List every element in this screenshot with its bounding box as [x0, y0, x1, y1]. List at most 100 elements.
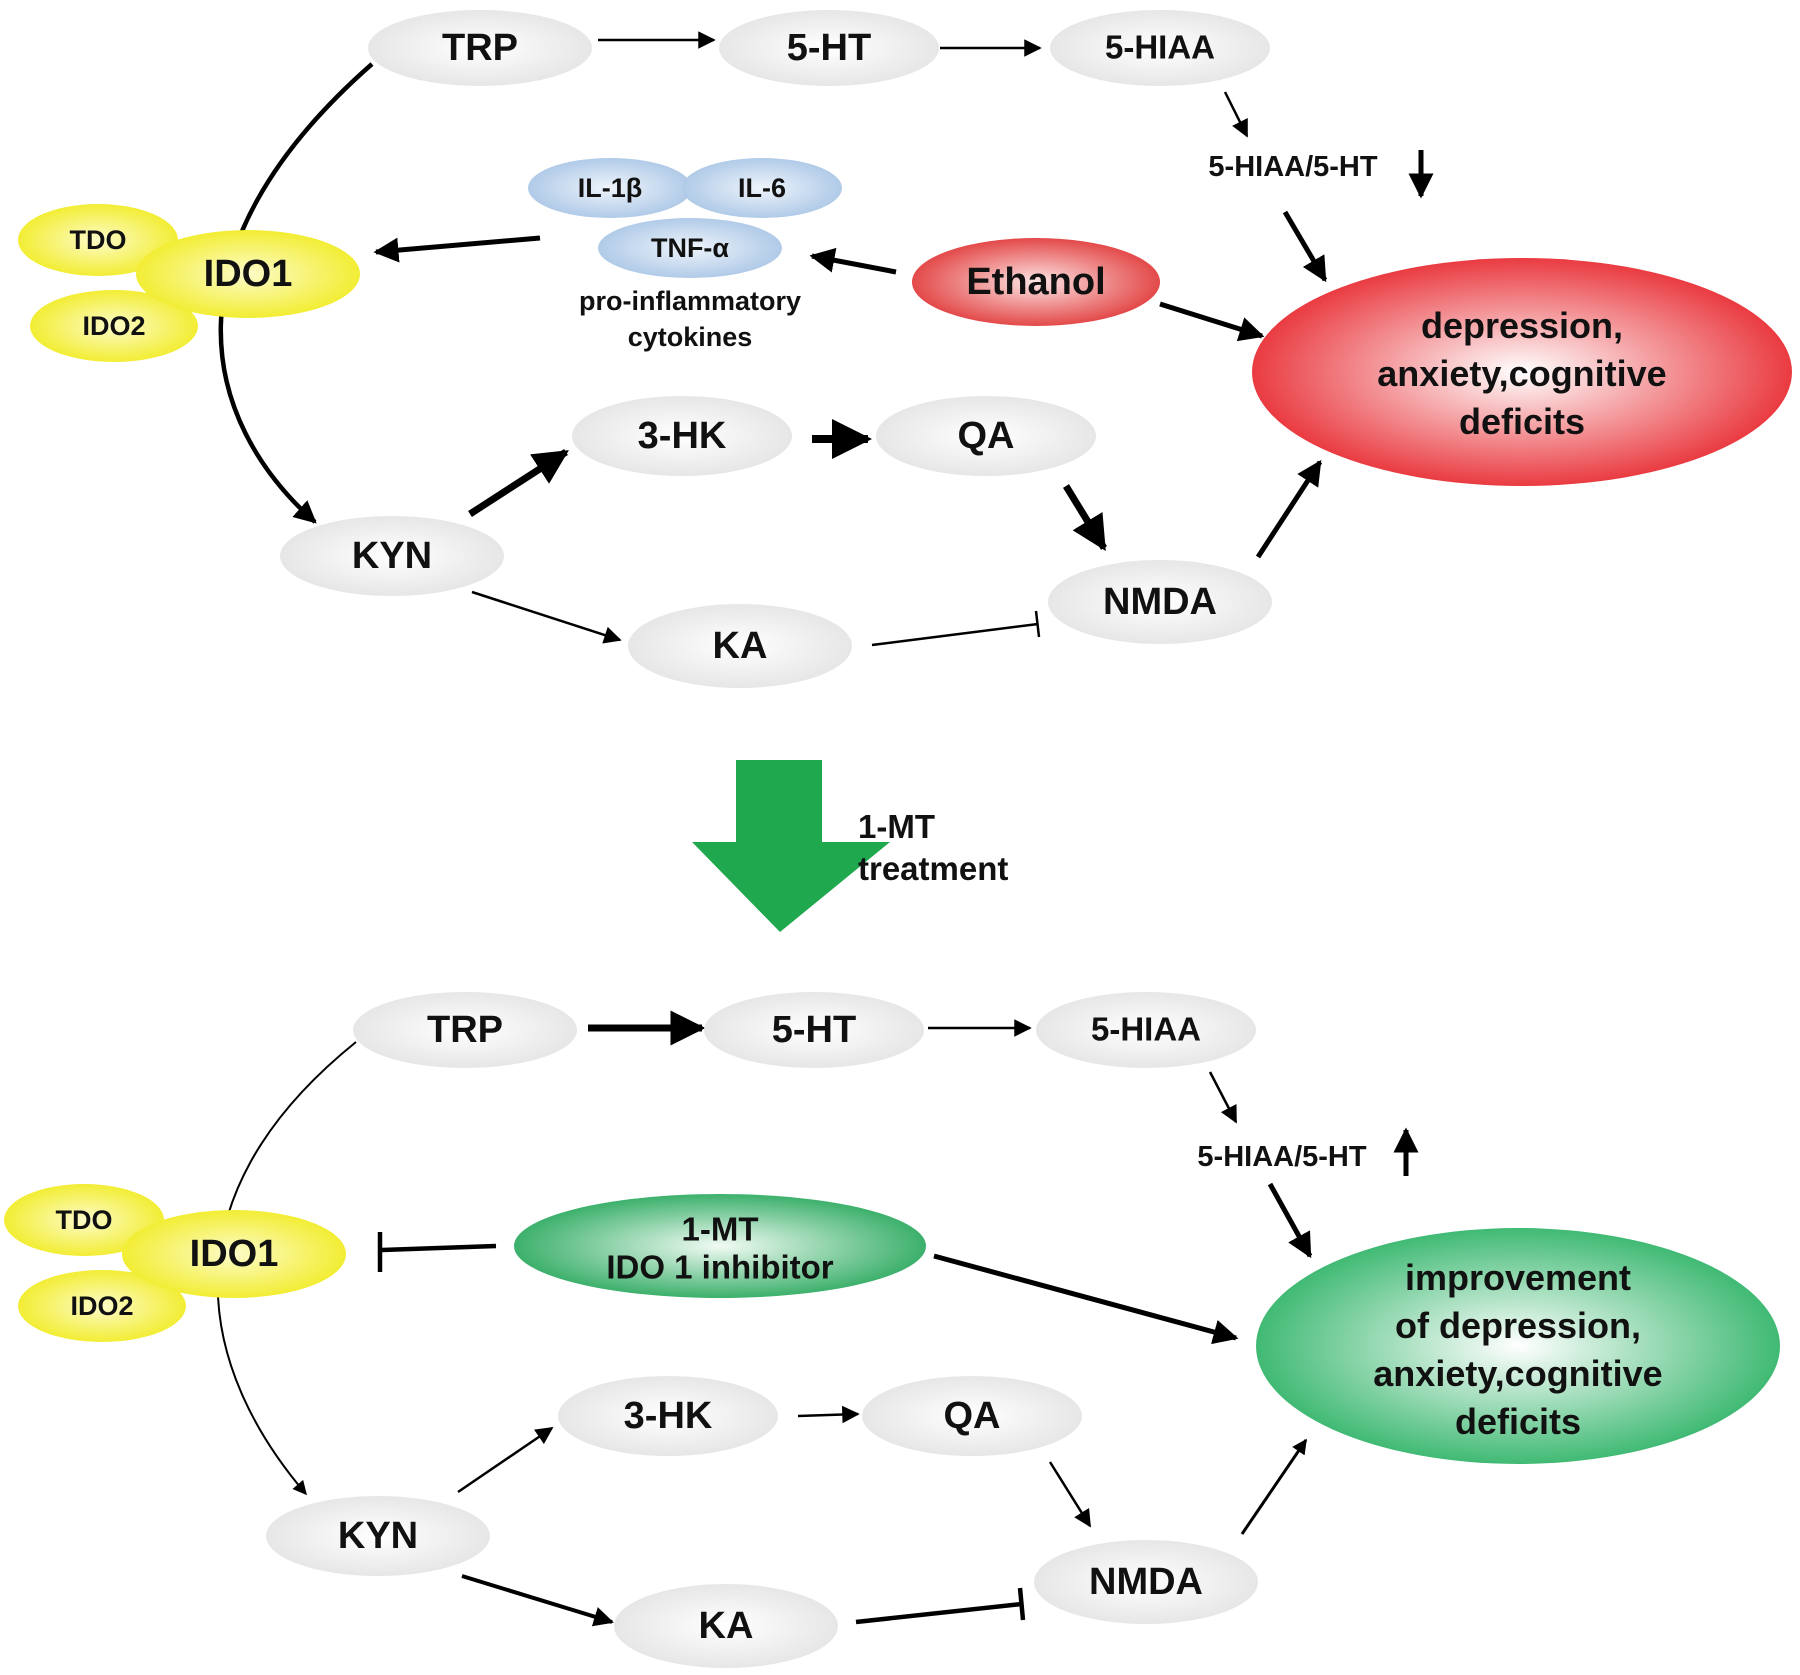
treatment-down-arrow	[692, 760, 890, 932]
bottom-outcome-line3: anxiety,cognitive	[1373, 1353, 1662, 1394]
qa-node: QA	[876, 396, 1096, 476]
tdo-label: TDO	[70, 225, 127, 255]
treatment-label-line2: treatment	[858, 850, 1008, 887]
tdo-label-bottom: TDO	[56, 1205, 113, 1235]
il1b-node: IL-1β	[528, 158, 692, 218]
bottom-outcome-line2: of depression,	[1395, 1305, 1641, 1346]
il6-label: IL-6	[738, 173, 786, 203]
top-outcome-line1: depression,	[1421, 305, 1623, 346]
arrow-kyn-to-3hk	[468, 449, 569, 517]
5hiaa-node-bottom: 5-HIAA	[1036, 992, 1256, 1068]
qa-label: QA	[958, 415, 1015, 457]
ka-label-bottom: KA	[699, 1605, 754, 1647]
arrow-5hiaa-to-ratio-bottom	[1208, 1071, 1238, 1124]
treatment-label-line1: 1-MT	[858, 808, 935, 845]
top-outcome-line2: anxiety,cognitive	[1377, 353, 1666, 394]
inhibit-ka-to-nmda	[871, 622, 1039, 647]
ethanol-node: Ethanol	[912, 238, 1160, 326]
trp-node-bottom: TRP	[353, 992, 577, 1068]
inhibit-ka-to-nmda-bottom-bar	[1017, 1587, 1026, 1621]
ido1-node-bottom: IDO1	[122, 1210, 346, 1298]
arrow-nmda-to-outcome	[1255, 459, 1323, 559]
ethanol-label: Ethanol	[966, 261, 1105, 303]
inhibit-1mt-to-ido1	[381, 1243, 497, 1253]
arrow-5hiaa-to-ratio	[1223, 91, 1249, 138]
inhibit-ka-to-nmda-bar	[1034, 610, 1041, 638]
inhibitor-node: 1-MT IDO 1 inhibitor	[514, 1194, 926, 1298]
trp-label: TRP	[442, 27, 518, 69]
qa-label-bottom: QA	[944, 1395, 1001, 1437]
top-outcome-line3: deficits	[1459, 401, 1585, 442]
kyn-label: KYN	[352, 535, 432, 577]
cytokine-cluster: IL-1β IL-6 TNF-α pro-inflammatory cytoki…	[528, 158, 842, 352]
nmda-label: NMDA	[1103, 581, 1217, 623]
5hiaa-label-bottom: 5-HIAA	[1091, 1011, 1201, 1048]
arrow-qa-to-nmda-bottom	[1048, 1461, 1092, 1528]
kyn-node: KYN	[280, 516, 504, 596]
inhibitor-line2: IDO 1 inhibitor	[606, 1249, 833, 1286]
nmda-label-bottom: NMDA	[1089, 1561, 1203, 1603]
3hk-label: 3-HK	[638, 415, 727, 457]
bottom-connectors	[216, 1010, 1419, 1627]
arrow-ratio-to-outcome-bottom	[1267, 1182, 1313, 1259]
ka-node-bottom: KA	[614, 1584, 838, 1668]
arrow-nmda-to-outcome-bottom	[1240, 1438, 1308, 1535]
arrow-3hk-to-qa-bottom	[797, 1405, 860, 1424]
ido1-label-bottom: IDO1	[190, 1233, 279, 1275]
3hk-node: 3-HK	[572, 396, 792, 476]
inhibit-ka-to-nmda-bottom	[855, 1601, 1023, 1625]
ka-node: KA	[628, 604, 852, 688]
qa-node-bottom: QA	[862, 1376, 1082, 1456]
tdo-node-bottom: TDO	[4, 1184, 164, 1256]
5ht-node: 5-HT	[719, 10, 939, 86]
5hiaa-label: 5-HIAA	[1105, 29, 1215, 66]
ido2-label: IDO2	[82, 311, 145, 341]
3hk-label-bottom: 3-HK	[624, 1395, 713, 1437]
tnfa-node: TNF-α	[598, 218, 782, 278]
trp-label-bottom: TRP	[427, 1009, 503, 1051]
arrow-kyn-to-ka-bottom	[461, 1574, 614, 1627]
5ht-node-bottom: 5-HT	[704, 992, 924, 1068]
arrow-trp-to-kyn	[218, 62, 374, 524]
inhibitor-line1: 1-MT	[682, 1211, 759, 1248]
5ht-label: 5-HT	[787, 27, 871, 69]
arrow-kyn-to-3hk-bottom	[457, 1426, 554, 1494]
5hiaa-node: 5-HIAA	[1050, 10, 1270, 86]
kyn-label-bottom: KYN	[338, 1515, 418, 1557]
bottom-outcome-node: improvement of depression, anxiety,cogni…	[1256, 1228, 1780, 1464]
arrow-cytokines-to-ido1	[373, 235, 541, 263]
bottom-enzyme-cluster: TDO IDO2 IDO1	[4, 1184, 346, 1342]
ido1-node: IDO1	[136, 230, 360, 318]
arrow-ethanol-to-cytokines	[809, 247, 897, 275]
cytokines-caption-line2: cytokines	[628, 322, 753, 352]
3hk-node-bottom: 3-HK	[558, 1376, 778, 1456]
ka-label: KA	[713, 625, 768, 667]
top-connectors	[218, 31, 1434, 647]
treatment-transition: 1-MT treatment	[692, 760, 1008, 932]
kyn-node-bottom: KYN	[266, 1496, 490, 1576]
trp-node: TRP	[368, 10, 592, 86]
tnfa-label: TNF-α	[651, 233, 729, 263]
5ht-label-bottom: 5-HT	[772, 1009, 856, 1051]
bottom-outcome-line4: deficits	[1455, 1401, 1581, 1442]
arrow-qa-to-nmda	[1063, 484, 1107, 551]
ratio-label-bottom: 5-HIAA/5-HT	[1197, 1141, 1366, 1173]
nmda-node-bottom: NMDA	[1034, 1540, 1258, 1624]
arrow-1mt-to-outcome	[933, 1253, 1239, 1345]
ratio-label: 5-HIAA/5-HT	[1208, 151, 1377, 183]
bottom-outcome-line1: improvement	[1405, 1257, 1631, 1298]
tdo-node: TDO	[18, 204, 178, 276]
ido1-label: IDO1	[204, 253, 293, 295]
arrow-kyn-to-ka	[471, 590, 622, 644]
ido2-label-bottom: IDO2	[70, 1291, 133, 1321]
arrow-ratio-to-outcome	[1282, 210, 1328, 283]
top-enzyme-cluster: TDO IDO2 IDO1	[18, 204, 360, 362]
ido2-node: IDO2	[30, 290, 198, 362]
arrow-ethanol-to-outcome	[1159, 301, 1265, 342]
cytokines-caption-line1: pro-inflammatory	[579, 286, 801, 316]
il6-node: IL-6	[682, 158, 842, 218]
bottom-panel: TRP 5-HT 5-HIAA 5-HIAA/5-HT 3-HK QA KYN …	[4, 992, 1780, 1668]
ido2-node-bottom: IDO2	[18, 1270, 186, 1342]
top-panel: TRP 5-HT 5-HIAA 5-HIAA/5-HT 3-HK QA KYN …	[18, 10, 1792, 688]
